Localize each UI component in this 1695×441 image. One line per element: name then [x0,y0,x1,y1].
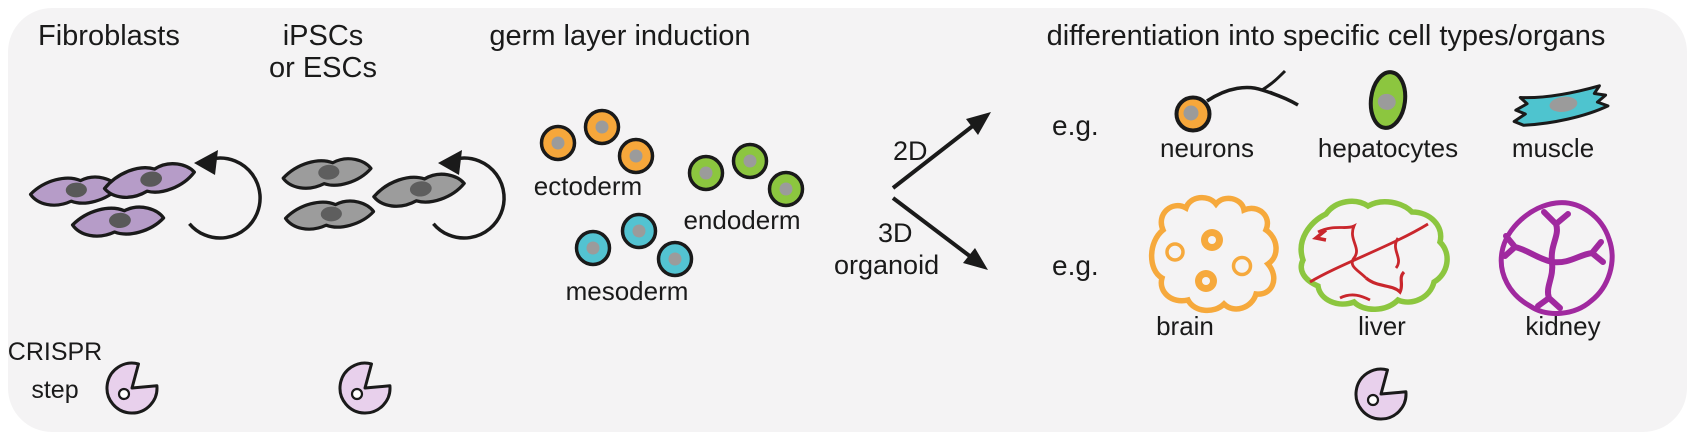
mesoderm-label: mesoderm [565,276,689,306]
ectoderm-cells [539,108,655,175]
mesoderm-cell [574,229,612,267]
crispr-label-line1: CRISPR [7,338,103,366]
branch-arrow-2d [891,112,991,190]
vessel [1364,270,1406,295]
hepatocytes-label: hepatocytes [1317,133,1459,163]
fibroblast-cell [100,158,199,203]
fibroblast-cell [70,204,166,239]
mesoderm-cell [656,240,694,278]
arrow-shaft [891,196,973,259]
cas9-icon [1354,367,1408,421]
brain-organoid-icon [1148,194,1279,314]
ectoderm-label: ectoderm [533,171,643,201]
muscle-icon [1512,84,1610,127]
liver-organoid-icon [1298,198,1450,312]
hepatocyte-icon [1368,70,1408,130]
mesoderm-cell [620,212,658,250]
vessel [1394,237,1400,269]
cell-nucleus [1183,105,1199,121]
neuron-icon [1174,69,1299,133]
fibroblast-cells [28,158,199,239]
arrow-shaft [891,123,976,190]
neurons-label: neurons [1160,133,1254,163]
tubule [1541,209,1571,265]
branch-label-organoid: organoid [834,250,940,280]
eg-label-bottom: e.g. [1052,250,1099,281]
tubule [1502,233,1555,265]
branch-label-2d: 2D [893,136,928,166]
tubule [1549,239,1606,266]
cell-nucleus [1377,93,1396,110]
arrow-head [966,112,991,135]
vessel [1339,293,1371,302]
crispr-step-label: CRISPR step [4,334,106,409]
endoderm-cells [687,142,805,208]
stem-title-line2: or ESCs [269,52,377,85]
rosette-lumen [1202,277,1210,285]
branch-arrow-3d [891,196,988,270]
neural-rosette [1165,242,1185,262]
stem-cell [370,170,468,211]
differentiation-title: differentiation into specific cell types… [1046,20,1606,52]
cas9-icon [105,361,159,415]
brain-label: brain [1156,311,1214,341]
crispr-label-line2: step [31,375,79,404]
stem-title-line1: iPSCs [282,20,364,52]
neuron-dendrite [1269,90,1282,99]
cell-nucleus [1549,96,1578,112]
tubule [1535,259,1563,311]
muscle-label: muscle [1511,133,1595,163]
neural-rosette [1231,255,1253,277]
kidney-organoid-icon [1498,200,1615,316]
organoid-outline [1298,198,1450,312]
ectoderm-cell [617,137,655,175]
ectoderm-cell [583,108,621,146]
arrow-head [963,248,988,270]
vessel [1311,228,1328,242]
stem-cell [280,155,374,192]
liver-label: liver [1358,311,1406,341]
cas9-icon [338,361,392,415]
stem-title: iPSCs or ESCs [243,20,403,85]
organoid-outline [1148,194,1279,314]
stem-cell [283,198,376,232]
rosette-lumen [1208,236,1216,244]
branch-label-3d: 3D [878,218,913,248]
endoderm-cell [767,170,805,208]
fibroblasts-title: Fibroblasts [38,20,180,52]
neuron-dendrite [1261,69,1287,92]
neuron-axon [1206,85,1299,107]
kidney-label: kidney [1525,311,1601,341]
stem-cells [280,155,468,232]
endoderm-label: endoderm [683,205,801,235]
endoderm-cell [687,154,725,192]
germ-induction-title: germ layer induction [489,20,751,52]
ectoderm-cell [539,124,577,162]
vessel [1317,223,1367,280]
endoderm-cell [731,142,769,180]
eg-label-top: e.g. [1052,110,1099,141]
vessel [1309,222,1429,284]
reprogramming-arrow-icon [187,148,262,240]
